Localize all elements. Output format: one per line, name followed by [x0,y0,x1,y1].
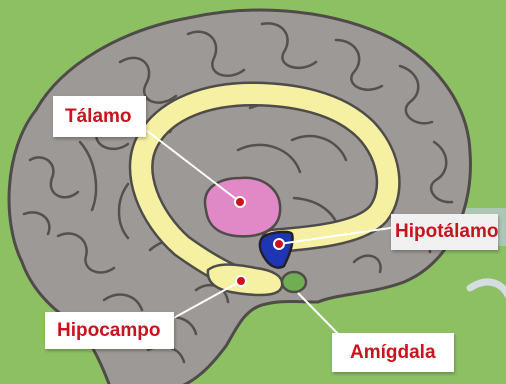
label-hippocampus: Hipocampo [45,312,174,349]
label-thalamus: Tálamo [53,96,146,137]
label-amygdala: Amígdala [332,333,454,372]
amygdala [282,272,306,292]
hypothalamus-marker [274,239,284,249]
label-hypothalamus: Hipotálamo [391,214,498,250]
hippocampus-marker [236,276,246,286]
thalamus-marker [235,197,245,207]
